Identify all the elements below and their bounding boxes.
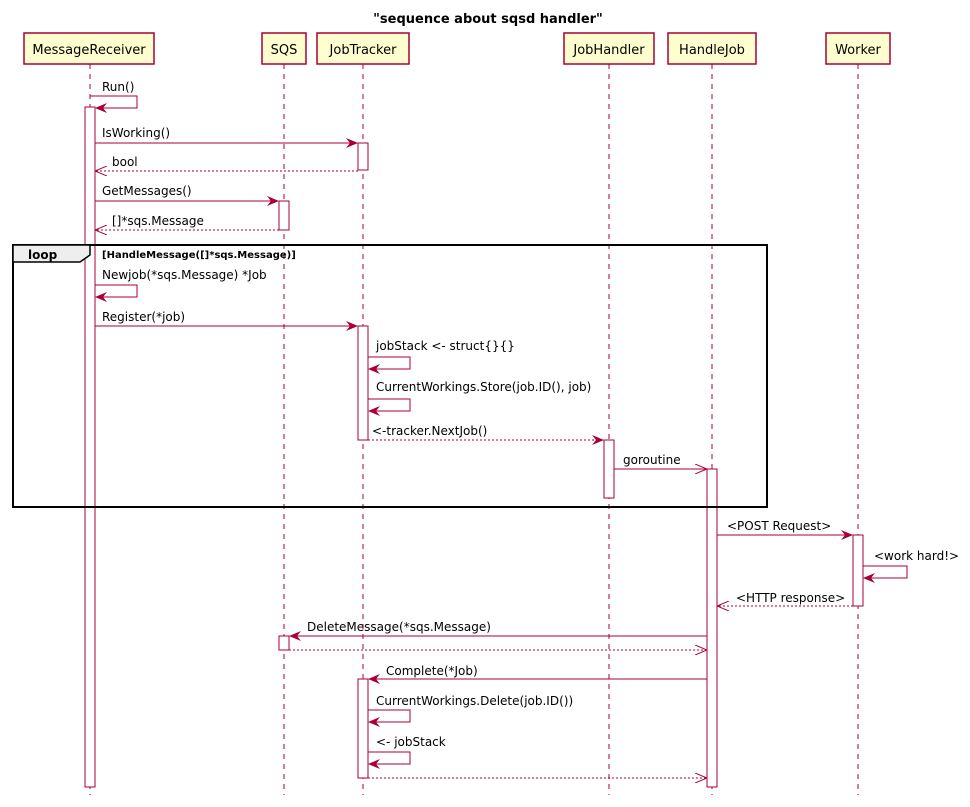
- message-label: DeleteMessage(*sqs.Message): [307, 620, 491, 634]
- message-label: <POST Request>: [727, 519, 831, 533]
- activation-handlejob: [706, 468, 718, 788]
- diagram-title: "sequence about sqsd handler": [373, 12, 603, 27]
- message-http-response: <HTTP response>: [718, 591, 853, 606]
- message-post-request: <POST Request>: [717, 519, 853, 540]
- message-label: []*sqs.Message: [112, 214, 204, 228]
- participant-jobtracker: JobTracker: [316, 32, 410, 65]
- participant-label: HandleJob: [679, 43, 745, 58]
- message-label: <HTTP response>: [736, 591, 845, 605]
- message-work-hard: <work hard!>: [863, 549, 959, 583]
- participant-label: JobHandler: [572, 43, 645, 58]
- message-newjob: Newjob(*sqs.Message) *Job: [95, 268, 267, 302]
- activation-messagereceiver: [84, 106, 96, 788]
- message-complete: Complete(*Job): [368, 664, 707, 684]
- message-deletemessage: DeleteMessage(*sqs.Message): [289, 620, 707, 641]
- participant-jobhandler: JobHandler: [563, 32, 655, 65]
- participant-worker: Worker: [825, 32, 891, 65]
- message-nextjob: <-tracker.NextJob(): [368, 424, 604, 445]
- message-label: GetMessages(): [102, 184, 192, 198]
- message-isworking: IsWorking(): [95, 126, 358, 148]
- participant-label: SQS: [271, 43, 298, 58]
- activation-jobtracker-2: [357, 325, 369, 441]
- message-jobstack-pop: <- jobStack: [368, 735, 446, 769]
- message-delete: CurrentWorkings.Delete(job.ID()): [368, 694, 573, 727]
- messages: Run() IsWorking() bool GetMessages() []*…: [90, 80, 959, 778]
- message-label: IsWorking(): [102, 126, 170, 140]
- loop-guard: [HandleMessage([]*sqs.Message)]: [102, 250, 296, 261]
- participant-label: Worker: [835, 43, 881, 58]
- message-label: jobStack <- struct{}{}: [375, 339, 515, 353]
- participant-sqs: SQS: [261, 32, 307, 65]
- participant-messagereceiver: MessageReceiver: [23, 32, 155, 65]
- message-label: bool: [112, 155, 138, 169]
- message-label: CurrentWorkings.Store(job.ID(), job): [376, 380, 591, 394]
- message-label: Newjob(*sqs.Message) *Job: [102, 268, 267, 282]
- participant-label: JobTracker: [329, 43, 398, 58]
- message-register: Register(*job): [95, 310, 358, 331]
- message-label: Register(*job): [102, 310, 185, 324]
- message-jobstack-push: jobStack <- struct{}{}: [368, 339, 515, 374]
- activations: [84, 106, 864, 788]
- message-bool-return: bool: [96, 155, 358, 171]
- message-label: CurrentWorkings.Delete(job.ID()): [376, 694, 573, 708]
- activation-worker: [852, 534, 864, 607]
- activation-jobtracker-1: [357, 142, 369, 171]
- activation-sqs-1: [278, 200, 290, 231]
- message-label: goroutine: [623, 453, 681, 467]
- message-getmessages: GetMessages(): [95, 184, 279, 206]
- message-store: CurrentWorkings.Store(job.ID(), job): [368, 380, 591, 416]
- message-label: <work hard!>: [874, 549, 959, 563]
- message-sqs-return: []*sqs.Message: [96, 214, 279, 230]
- participant-handlejob: HandleJob: [667, 32, 757, 65]
- activation-sqs-2: [278, 635, 290, 651]
- activation-jobhandler: [603, 439, 615, 499]
- activation-jobtracker-3: [357, 678, 369, 779]
- participant-label: MessageReceiver: [32, 43, 146, 58]
- message-run: Run(): [90, 80, 138, 113]
- loop-frame: loop [HandleMessage([]*sqs.Message)]: [12, 244, 768, 508]
- loop-keyword: loop: [28, 248, 58, 262]
- message-label: Run(): [102, 80, 134, 94]
- message-label: <- jobStack: [376, 735, 446, 749]
- message-label: <-tracker.NextJob(): [372, 424, 487, 438]
- message-label: Complete(*Job): [386, 664, 478, 678]
- message-goroutine: goroutine: [614, 453, 706, 469]
